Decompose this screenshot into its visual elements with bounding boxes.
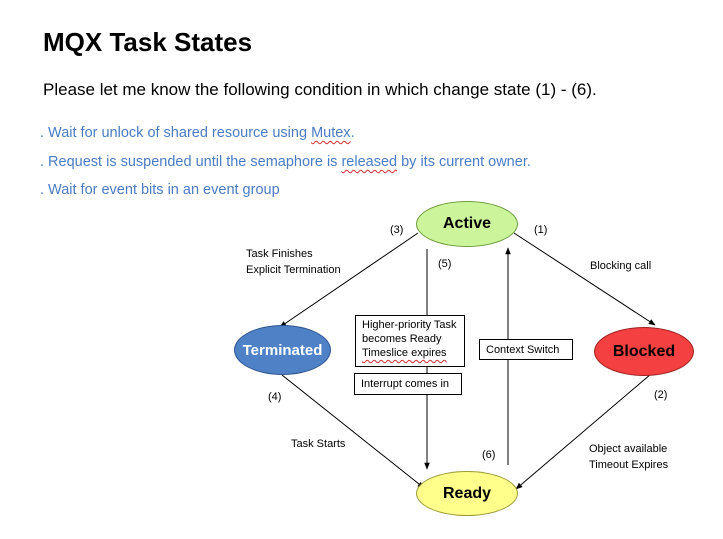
condition-semaphore-end: by its current owner.: [397, 154, 531, 170]
label-timeout-expires: Timeout Expires: [589, 459, 669, 471]
mutex-word: Mutex: [311, 125, 351, 141]
marker-4: (4): [268, 391, 282, 403]
condition-mutex-end: .: [350, 125, 355, 141]
marker-5: (5): [438, 258, 452, 270]
context-switch-box: Context Switch: [479, 339, 573, 360]
released-word: released: [341, 154, 398, 170]
condition-event-bits: . Wait for event bits in an event group: [40, 182, 280, 198]
marker-1: (1): [534, 224, 548, 236]
interrupt-box: Interrupt comes in: [354, 373, 462, 395]
label-task-finishes: Task Finishes: [246, 248, 313, 260]
priority-line-2: becomes Ready: [362, 333, 442, 345]
state-terminated: Terminated: [234, 325, 331, 375]
preemption-box: Higher-priority Task becomes Ready Times…: [355, 315, 465, 367]
condition-semaphore-text: . Request is suspended until the semapho…: [40, 154, 342, 170]
label-blocking-call: Blocking call: [590, 260, 652, 272]
marker-6: (6): [482, 449, 496, 461]
label-task-starts: Task Starts: [291, 438, 346, 450]
arrow-active-to-blocked: [513, 232, 656, 326]
state-active: Active: [416, 201, 518, 247]
arrow-terminated-to-ready: [281, 374, 425, 489]
question-text: Please let me know the following conditi…: [43, 80, 597, 99]
state-blocked: Blocked: [594, 327, 694, 376]
label-explicit-termination: Explicit Termination: [246, 264, 341, 276]
state-ready: Ready: [416, 471, 518, 516]
priority-line-3: Timeslice expires: [362, 347, 447, 359]
condition-mutex: . Wait for unlock of shared resource usi…: [40, 125, 355, 141]
arrow-blocked-to-ready: [515, 373, 652, 490]
condition-mutex-text: . Wait for unlock of shared resource usi…: [40, 125, 312, 141]
marker-3: (3): [390, 224, 404, 236]
condition-semaphore: . Request is suspended until the semapho…: [40, 154, 531, 170]
arrow-active-to-terminated: [279, 232, 419, 328]
label-object-available: Object available: [589, 443, 668, 455]
priority-line-1: Higher-priority Task: [362, 319, 457, 331]
marker-2: (2): [654, 389, 668, 401]
slide-title: MQX Task States: [43, 27, 253, 57]
